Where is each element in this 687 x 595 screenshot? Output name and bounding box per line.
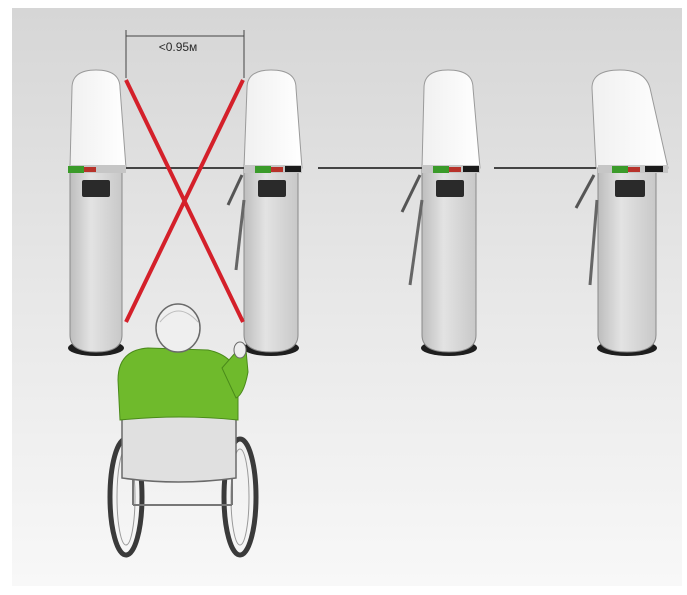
person-hand (234, 342, 246, 358)
width-label: <0.95м (159, 40, 198, 54)
person-torso (118, 348, 238, 420)
indicator-red (84, 167, 96, 172)
turnstile-1 (68, 70, 126, 356)
card-reader-screen (82, 180, 110, 197)
wheelchair-seat-back (122, 414, 236, 482)
indicator-green (68, 166, 84, 173)
